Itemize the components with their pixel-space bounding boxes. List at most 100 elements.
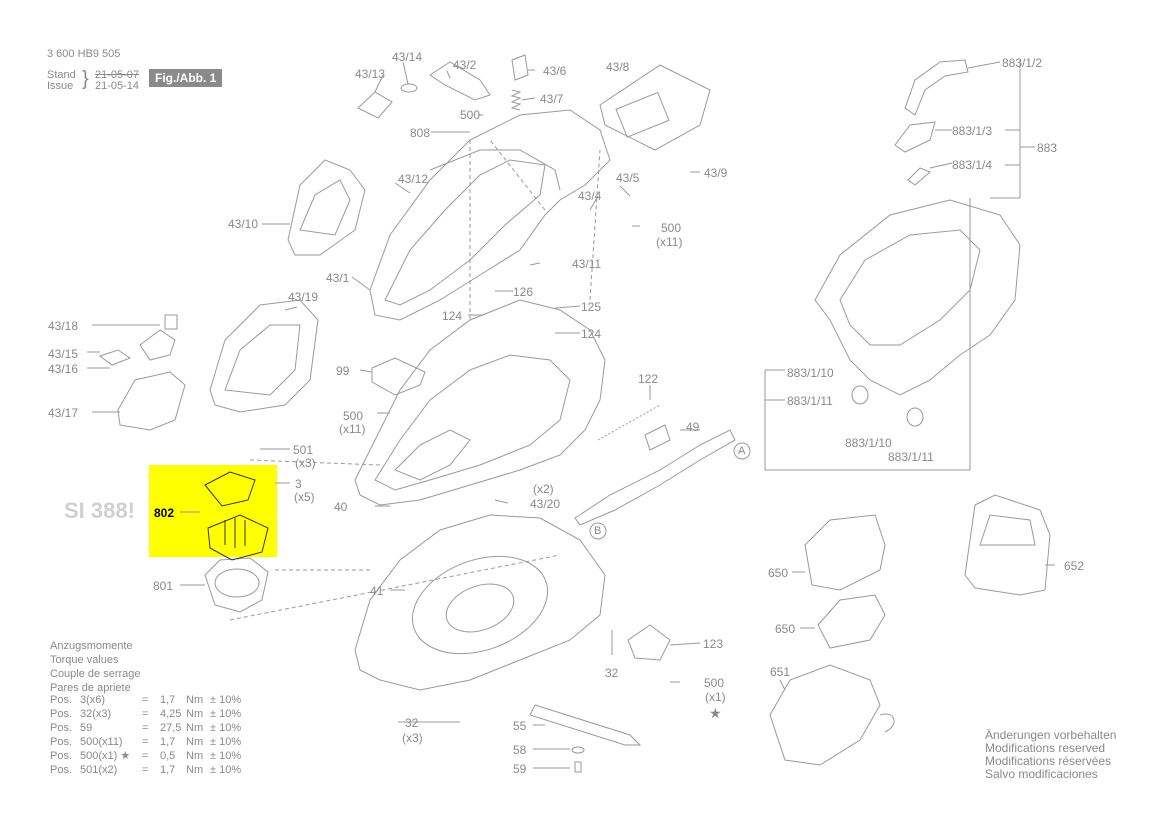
note-fr: Modifications réservées: [985, 754, 1112, 768]
part-43-14: [400, 83, 418, 93]
part-label-43-6: 43/6: [543, 64, 567, 78]
issue-label: Issue: [47, 80, 74, 92]
part-label-500-d-qty: (x1): [705, 690, 726, 704]
part-label-501-qty: (x3): [295, 456, 316, 470]
callout-a-label: A: [738, 445, 746, 457]
part-650-b: [817, 594, 886, 649]
part-99: [371, 357, 426, 396]
part-43-10: [287, 159, 366, 256]
part-label-500-d: 500: [704, 676, 725, 690]
note-en: Modifications reserved: [985, 741, 1106, 755]
part-label-501: 501: [293, 443, 314, 457]
part-label-59: 59: [513, 762, 527, 776]
part-label-43-7: 43/7: [540, 92, 564, 106]
part-label-500-a: 500: [460, 108, 481, 122]
part-label-43-13: 43/13: [355, 67, 386, 81]
part-label-883-1-10-a: 883/1/10: [787, 366, 834, 380]
part-651: [769, 664, 881, 766]
part-label-43-9: 43/9: [704, 166, 728, 180]
part-43-1: [369, 109, 611, 321]
part-label-650-b: 650: [775, 622, 796, 636]
part-43-7: [510, 89, 522, 111]
callout-b-label: B: [594, 525, 602, 537]
part-43-17: [117, 371, 186, 431]
part-label-500-b-qty: (x11): [656, 235, 683, 249]
part-label-3-qty: (x5): [294, 490, 315, 504]
part-label-650-a: 650: [768, 566, 789, 580]
part-label-32-a: 32: [605, 666, 619, 680]
part-43-18: [139, 329, 176, 361]
part-label-43-1: 43/1: [326, 271, 350, 285]
part-label-3: 3: [295, 477, 302, 491]
part-43-13: [357, 91, 393, 119]
part-label-883-1-11-b: 883/1/11: [888, 450, 934, 464]
part-802-cover: [204, 471, 256, 507]
part-label-124-b: 124: [581, 327, 602, 341]
part-label-43-20-qty: (x2): [533, 482, 554, 496]
callout-a-circle: [733, 442, 751, 460]
part-883-1-11-b: [906, 407, 924, 427]
part-43-19: [209, 299, 319, 413]
part-label-43-4: 43/4: [578, 189, 602, 203]
torque-headings: Anzugsmomente Torque values Couple de se…: [50, 639, 141, 695]
part-label-652: 652: [1064, 559, 1085, 573]
part-123: [627, 624, 671, 661]
part-43-2: [429, 61, 491, 101]
part-label-124-a: 124: [442, 309, 463, 323]
part-59: [574, 761, 582, 773]
part-883-1-2: [904, 59, 969, 116]
part-label-49: 49: [686, 420, 700, 434]
part-883-1-4: [907, 167, 931, 186]
part-40: [354, 299, 606, 506]
part-label-883-1-2: 883/1/2: [1002, 56, 1043, 70]
part-652: [964, 494, 1051, 596]
stand-label: Stand: [47, 69, 76, 81]
callout-b-circle: [589, 522, 607, 540]
stand-date-old: 21-05-07: [95, 69, 140, 81]
part-55: [529, 704, 642, 746]
part-label-43-5: 43/5: [616, 171, 640, 185]
part-label-125: 125: [581, 300, 602, 314]
part-label-883-1-3: 883/1/3: [952, 124, 993, 138]
part-883: [814, 199, 1021, 396]
part-label-43-12: 43/12: [398, 172, 429, 186]
part-label-43-15: 43/15: [48, 347, 79, 361]
part-label-126: 126: [513, 285, 534, 299]
part-label-43-10: 43/10: [228, 217, 259, 231]
figure-label: Fig./Abb. 1: [149, 69, 223, 87]
note-de: Änderungen vorbehalten: [985, 728, 1117, 742]
doc-number: 3 600 HB9 505: [47, 48, 121, 60]
part-label-55: 55: [513, 719, 527, 733]
part-label-43-18: 43/18: [48, 319, 79, 333]
part-label-883: 883: [1037, 141, 1058, 155]
star-icon: ★: [709, 705, 722, 721]
torque-heading-fr: Couple de serrage: [50, 668, 141, 680]
torque-heading-en: Torque values: [50, 654, 119, 666]
service-info-label: SI 388!: [64, 498, 135, 523]
issue-date: 21-05-14: [95, 80, 140, 92]
part-43-15: [98, 349, 132, 366]
part-label-43-2: 43/2: [453, 58, 477, 72]
torque-heading-es: Pares de apriete: [50, 682, 131, 694]
modification-notes: Änderungen vorbehalten Modifications res…: [985, 729, 1116, 781]
part-label-500-c-qty: (x11): [339, 422, 366, 436]
part-802-box: [207, 514, 269, 561]
part-43-8: [599, 64, 711, 151]
part-label-43-16: 43/16: [48, 362, 79, 376]
torque-heading-de: Anzugsmomente: [50, 640, 133, 652]
part-label-808: 808: [410, 126, 431, 140]
part-label-801: 801: [153, 579, 174, 593]
part-801: [204, 557, 269, 613]
part-883-1-3: [894, 121, 936, 153]
part-label-802: 802: [154, 506, 175, 520]
part-label-99: 99: [336, 364, 350, 378]
part-label-122: 122: [638, 372, 659, 386]
part-label-123: 123: [703, 637, 724, 651]
part-label-43-19: 43/19: [288, 290, 319, 304]
part-label-43-20: 43/20: [530, 497, 561, 511]
part-label-883-1-11-a: 883/1/11: [787, 394, 833, 408]
